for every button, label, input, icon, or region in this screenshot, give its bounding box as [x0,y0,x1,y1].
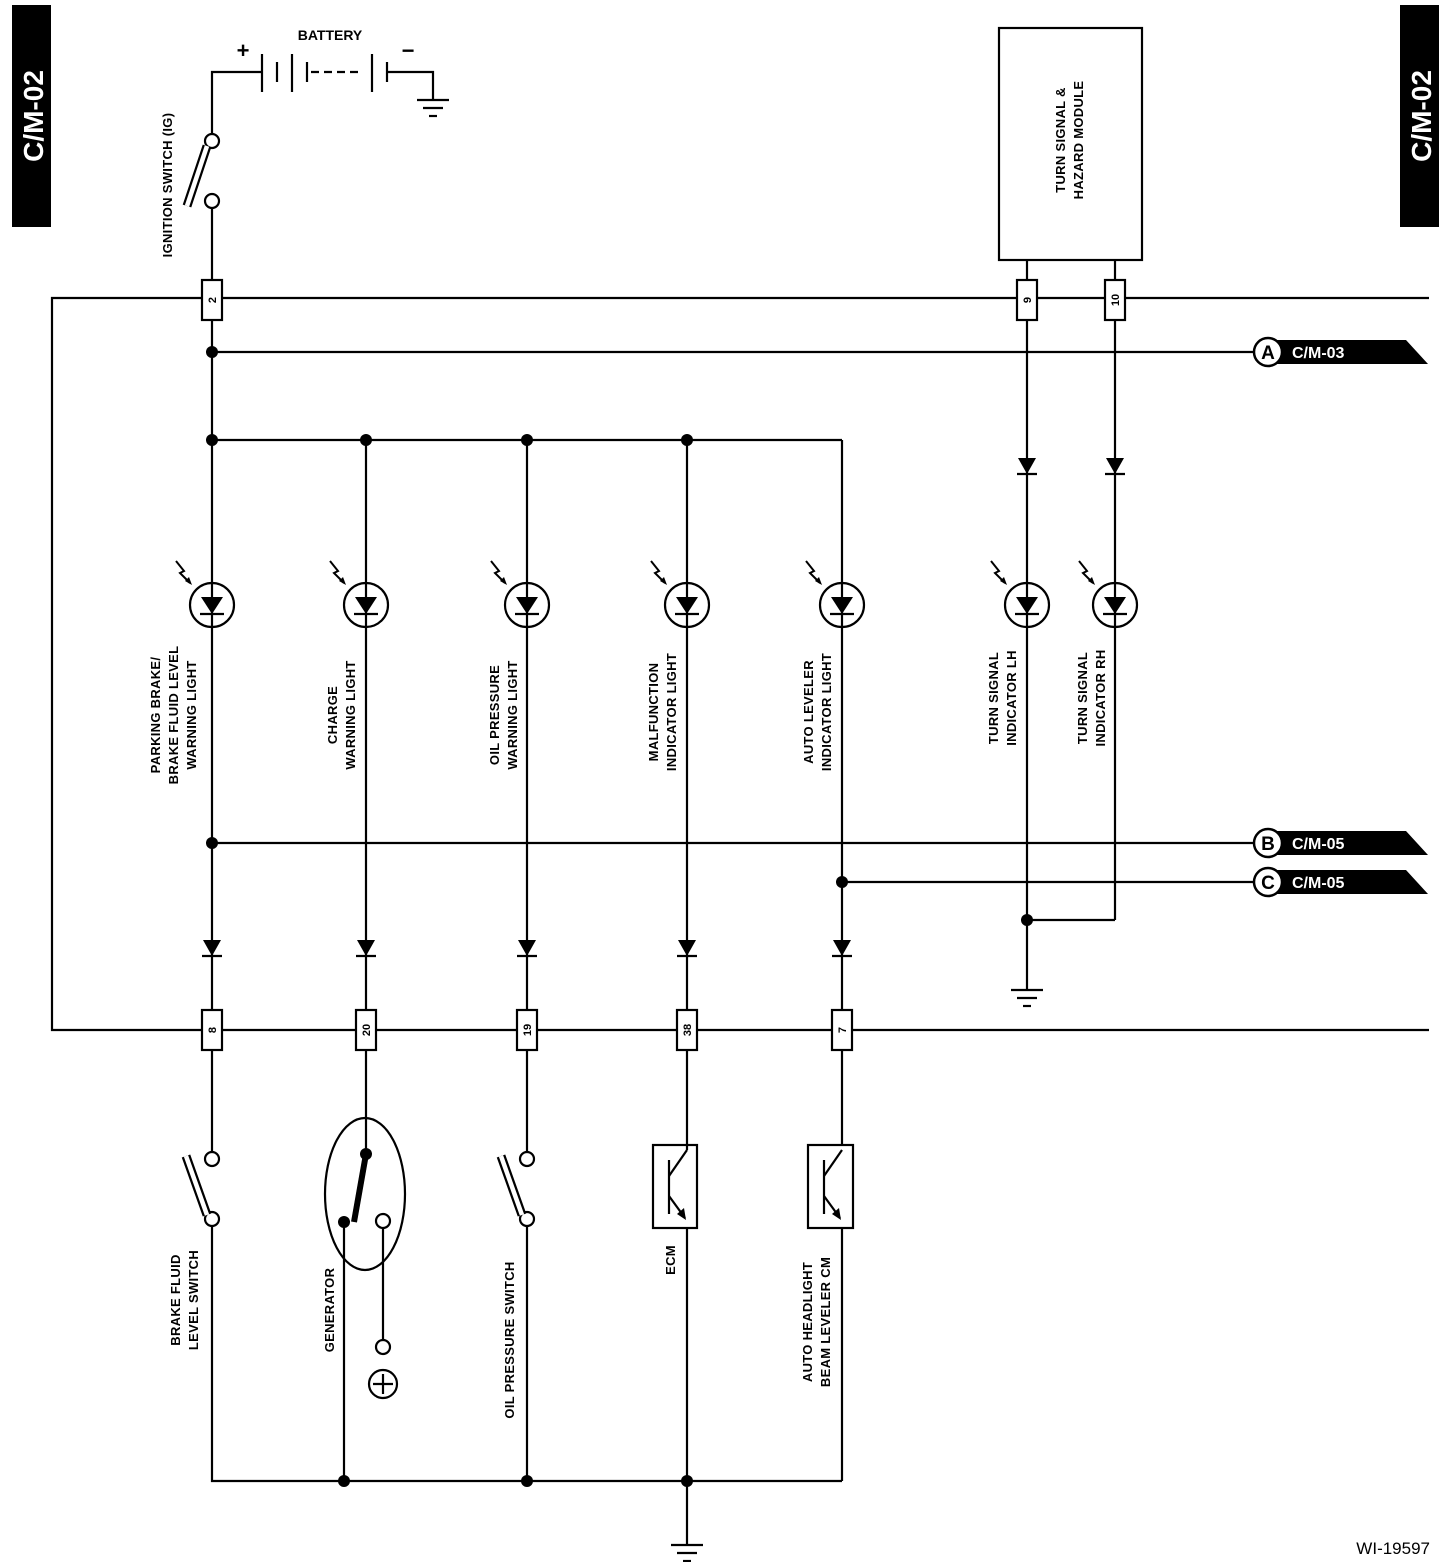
indicator-light-auto-leveler: AUTO LEVELER INDICATOR LIGHT [801,559,866,771]
connector-ref: C/M-05 [1292,875,1345,892]
connector-letter: B [1261,834,1275,855]
pin-7: 7 [830,1008,854,1052]
connector-letter: C [1261,873,1275,894]
connector-ref: C/M-03 [1292,345,1345,362]
ecm-transistor: ECM [651,1143,699,1275]
pin-38: 38 [675,1008,699,1052]
light-label: CHARGE [325,686,340,744]
device-label: AUTO HEADLIGHT [800,1262,815,1382]
light-label: INDICATOR LIGHT [664,653,679,771]
device-label: OIL PRESSURE SWITCH [502,1261,517,1418]
pin-label: 10 [1110,294,1122,306]
battery-plus: + [237,38,250,63]
pin-label: 2 [207,297,219,303]
upper-harness-line [50,296,1429,1032]
light-label: WARNING LIGHT [505,660,520,769]
light-label: MALFUNCTION [646,663,661,762]
turn-signal-hazard-module: TURN SIGNAL & HAZARD MODULE [997,26,1144,288]
pin-label: 9 [1022,297,1034,303]
connector-a: A C/M-03 [1252,336,1428,368]
connector-b: B C/M-05 [1252,827,1428,859]
pin-20: 20 [354,1008,378,1052]
light-label: TURN SIGNAL [1075,652,1090,744]
light-label: WARNING LIGHT [184,660,199,769]
light-label: BRAKE FLUID LEVEL [166,646,181,785]
indicator-light-charge: CHARGE WARNING LIGHT [325,559,390,770]
ignition-switch-label: IGNITION SWITCH (IG) [160,113,175,258]
module-label-line1: TURN SIGNAL & [1053,87,1068,193]
pin-9: 9 [1015,278,1039,322]
oil-pressure-switch: OIL PRESSURE SWITCH [496,1150,536,1419]
pin-10: 10 [1103,278,1127,322]
light-label: TURN SIGNAL [986,652,1001,744]
pin-label: 8 [207,1027,219,1033]
light-label: PARKING BRAKE/ [148,657,163,774]
right-page-tag: C/M-02 [1406,70,1437,162]
junction-dots [206,346,1033,1487]
light-label: INDICATOR LH [1004,650,1019,746]
pin-boxes: 2 9 10 8 20 19 38 7 [200,278,1127,1052]
battery-minus: − [402,38,415,63]
indicator-light-malfunction: MALFUNCTION INDICATOR LIGHT [646,559,711,771]
device-label: ECM [663,1245,678,1275]
connector-c: C C/M-05 [1252,866,1428,898]
light-label: INDICATOR LIGHT [819,653,834,771]
device-label: LEVEL SWITCH [186,1250,201,1350]
pin-label: 38 [682,1024,694,1036]
generator: GENERATOR [322,1116,407,1400]
indicator-light-turn-lh: TURN SIGNAL INDICATOR LH [986,559,1051,746]
device-label: BEAM LEVELER CM [818,1257,833,1387]
figure-id: WI-19597 [1356,1539,1430,1558]
battery-label: BATTERY [298,27,363,43]
device-label: BRAKE FLUID [168,1254,183,1345]
wires [210,318,1253,1562]
connector-letter: A [1261,343,1275,364]
pin-label: 7 [837,1027,849,1033]
light-label: OIL PRESSURE [487,665,502,765]
pin-2: 2 [200,278,224,322]
pin-label: 19 [522,1024,534,1036]
indicator-light-parking-brake: PARKING BRAKE/ BRAKE FLUID LEVEL WARNING… [148,559,236,785]
pin-19: 19 [515,1008,539,1052]
pin-label: 20 [361,1024,373,1036]
module-label-line2: HAZARD MODULE [1071,81,1086,200]
right-page-tab: C/M-02 [1400,5,1439,227]
left-page-tag: C/M-02 [18,70,49,162]
auto-headlight-beam-leveler-transistor: AUTO HEADLIGHT BEAM LEVELER CM [800,1143,855,1387]
light-label: AUTO LEVELER [801,660,816,764]
battery-symbol: BATTERY + − [210,27,451,136]
light-label: WARNING LIGHT [343,660,358,769]
ignition-switch: IGNITION SWITCH (IG) [160,113,221,288]
connector-ref: C/M-05 [1292,836,1345,853]
indicator-light-oil-pressure: OIL PRESSURE WARNING LIGHT [487,559,551,770]
light-label: INDICATOR RH [1093,649,1108,746]
indicator-light-turn-rh: TURN SIGNAL INDICATOR RH [1075,559,1139,747]
pin-8: 8 [200,1008,224,1052]
left-page-tab: C/M-02 [12,5,51,227]
device-label: GENERATOR [322,1267,337,1352]
brake-fluid-level-switch: BRAKE FLUID LEVEL SWITCH [168,1150,221,1350]
